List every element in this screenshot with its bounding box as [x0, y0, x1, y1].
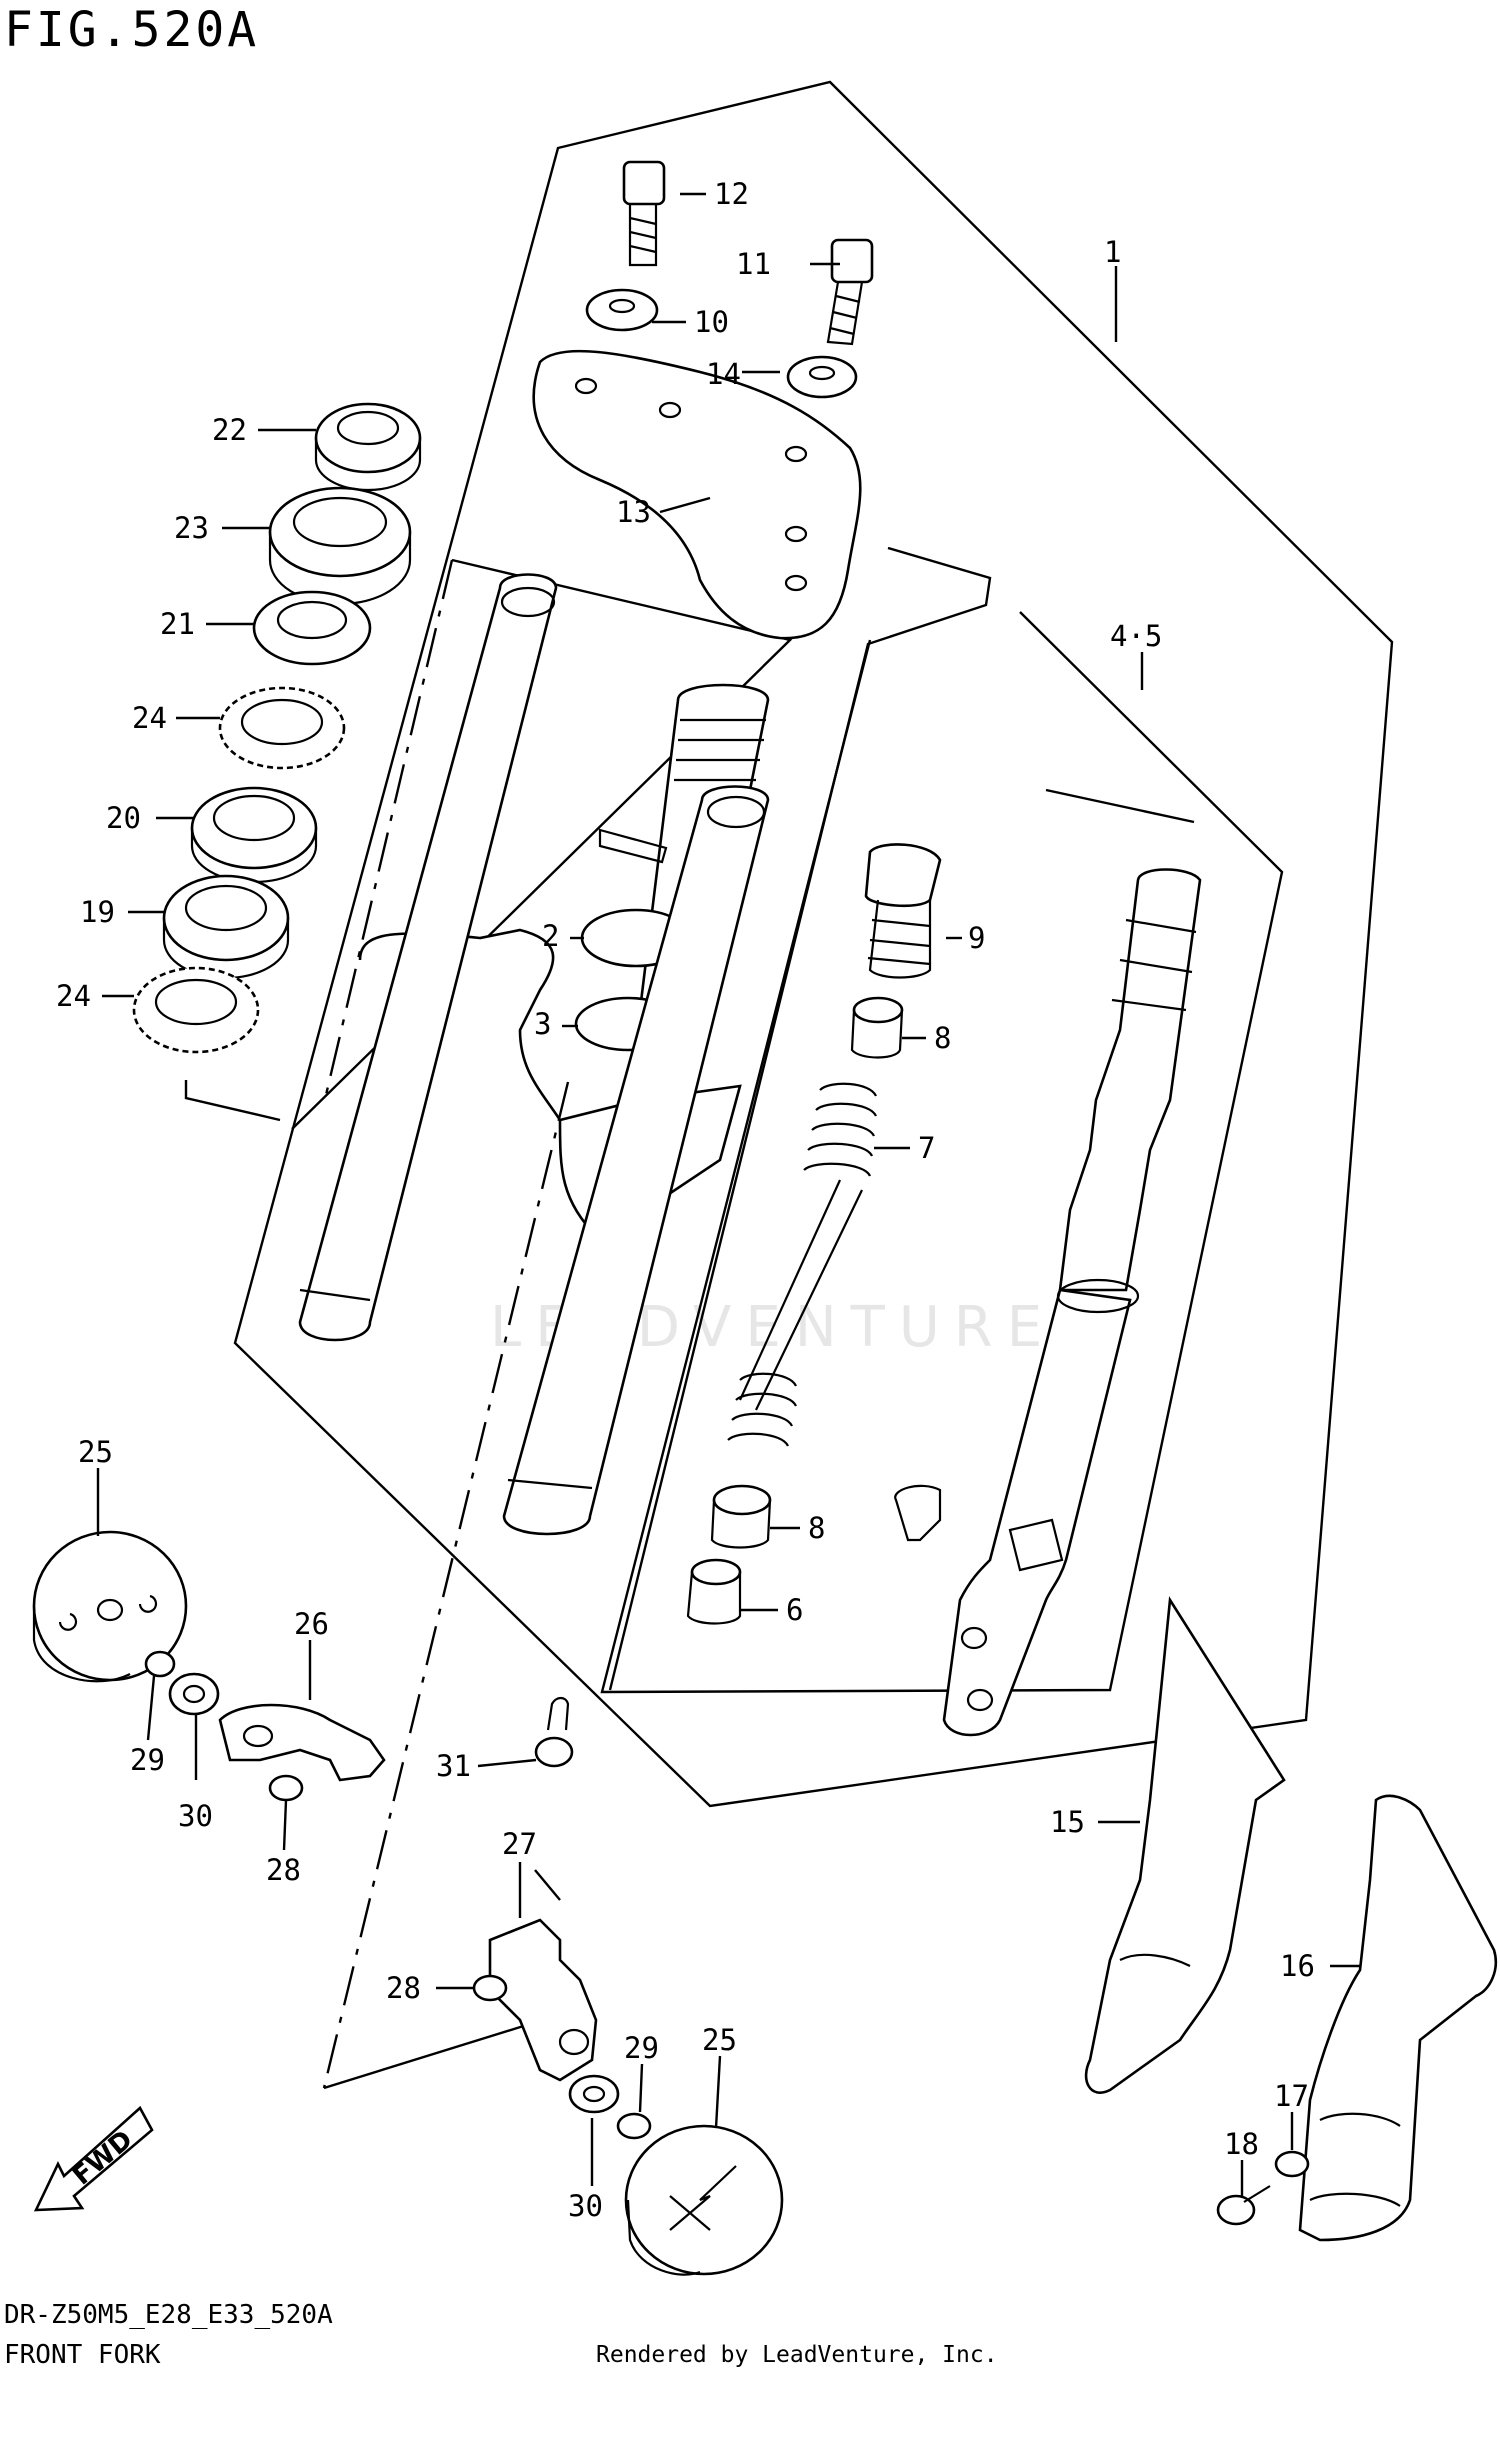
dash-line-left	[324, 559, 454, 1096]
render-credit: Rendered by LeadVenture, Inc.	[596, 2342, 998, 2368]
fork-guard-16	[1298, 1794, 1497, 2242]
callout-18: 18	[1224, 2127, 1259, 2161]
axle-bracket	[894, 1484, 1064, 1572]
cartridge-outline	[1045, 788, 1195, 824]
damper-outline	[600, 611, 1284, 1694]
callout-22: 22	[212, 413, 247, 447]
spring-7	[727, 1082, 878, 1447]
callout-1: 1	[1104, 235, 1121, 269]
nut-22	[314, 402, 422, 492]
cover-25-right	[624, 2124, 784, 2276]
cover-25-left	[32, 1530, 188, 1683]
race-23	[268, 486, 412, 606]
model-code: DR-Z50M5_E28_E33_520A	[4, 2300, 333, 2330]
ball-bearing-24-top	[218, 686, 346, 770]
callout-21: 21	[160, 607, 195, 641]
callout-3: 3	[534, 1007, 551, 1041]
callout-29b: 29	[624, 2031, 659, 2065]
fork-guard-15	[1084, 1596, 1286, 2094]
piston-6	[686, 1558, 742, 1625]
callout-24a: 24	[132, 701, 167, 735]
callout-26: 26	[294, 1607, 329, 1641]
figure-title: FIG.520A	[4, 2, 260, 58]
screw-18	[1216, 2185, 1271, 2226]
fork-tube-center	[502, 785, 770, 1536]
callout-17: 17	[1274, 2079, 1309, 2113]
callout-8a: 8	[934, 1021, 951, 1055]
callout-23: 23	[174, 511, 209, 545]
outer-fork-tube	[942, 1288, 1132, 1737]
bolt-12	[622, 160, 666, 267]
callout-6: 6	[786, 1593, 803, 1627]
callout-45: 4·5	[1110, 619, 1162, 653]
callout-24b: 24	[56, 979, 91, 1013]
washer-14	[786, 355, 858, 399]
race-19	[162, 874, 290, 980]
callout-12: 12	[714, 177, 749, 211]
callout-19: 19	[80, 895, 115, 929]
fork-tube-left	[298, 573, 558, 1342]
bracket-26	[218, 1703, 386, 1782]
spacer-8-top	[850, 996, 904, 1059]
callout-25a: 25	[78, 1435, 113, 1469]
callout-8b: 8	[808, 1511, 825, 1545]
callout-13: 13	[616, 495, 651, 529]
bolt-11	[826, 238, 874, 346]
fwd-arrow-icon: FWD	[33, 2105, 154, 2212]
spacer-8-bottom	[710, 1484, 772, 1549]
washer-10	[585, 288, 659, 332]
leader-lines	[96, 192, 1360, 2196]
callout-9: 9	[968, 921, 985, 955]
callout-2: 2	[542, 919, 559, 953]
race-21	[252, 590, 372, 666]
washer-17	[1274, 2150, 1310, 2178]
callout-15: 15	[1050, 1805, 1085, 1839]
collar-30-left	[168, 1672, 220, 1716]
bolt-28-left	[268, 1774, 304, 1802]
callout-30a: 30	[178, 1799, 213, 1833]
race-20	[190, 786, 318, 884]
callout-28b: 28	[386, 1971, 421, 2005]
assembly-outline	[233, 80, 1394, 1808]
callout-11: 11	[736, 247, 771, 281]
callout-20: 20	[106, 801, 141, 835]
bracket-27	[488, 1918, 598, 2082]
bottom-outline	[323, 2022, 531, 2090]
nut-29-left	[144, 1650, 176, 1678]
nut-29-right	[616, 2112, 652, 2140]
callout-27: 27	[502, 1827, 537, 1861]
cap-bolt-9	[864, 843, 942, 979]
outer-fork-cartridge	[1058, 868, 1202, 1292]
callout-7: 7	[918, 1131, 935, 1165]
callout-16: 16	[1280, 1949, 1315, 1983]
dash-line-bottom	[322, 1081, 570, 2089]
nut-28-right	[472, 1974, 508, 2002]
callout-31: 31	[436, 1749, 471, 1783]
bolt-31	[534, 1696, 574, 1768]
collar-30-right	[568, 2074, 620, 2114]
dash-line-bracket	[534, 1869, 561, 1901]
callout-30b: 30	[568, 2189, 603, 2223]
callout-10: 10	[694, 305, 729, 339]
callout-25b: 25	[702, 2023, 737, 2057]
callout-28a: 28	[266, 1853, 301, 1887]
callout-29a: 29	[130, 1743, 165, 1777]
ball-bearing-24-bottom	[132, 966, 260, 1054]
stem-clip	[598, 828, 668, 864]
top-plate-13	[532, 349, 862, 640]
inner-outline-center	[608, 546, 992, 1691]
left-stack-outline	[184, 1080, 281, 1122]
callout-14: 14	[706, 357, 741, 391]
figure-name: FRONT FORK	[4, 2340, 161, 2370]
